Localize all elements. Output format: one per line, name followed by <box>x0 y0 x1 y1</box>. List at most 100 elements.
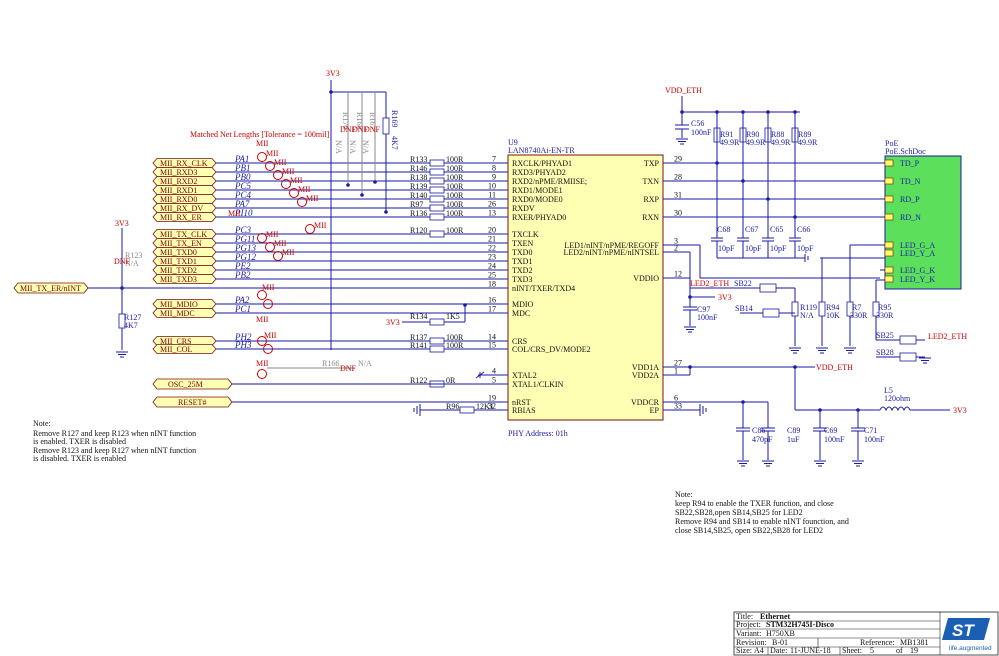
poe-sheet[interactable] <box>884 155 962 290</box>
net-flag-label: MII_TXD2 <box>160 266 197 275</box>
net-flag-label: MII_COL <box>160 345 193 354</box>
poe-port[interactable] <box>884 266 894 274</box>
sb22[interactable] <box>759 283 777 293</box>
c66-val: 10pF <box>797 244 814 253</box>
series-resistor[interactable] <box>429 177 445 185</box>
ic-pin-num: 5 <box>492 376 496 385</box>
poe-port[interactable] <box>884 241 894 249</box>
ic-pin-num: 6 <box>674 394 678 403</box>
r134[interactable] <box>429 318 445 326</box>
note-right: Note: keep R94 to enable the TXER functi… <box>675 490 849 535</box>
flag-reset[interactable] <box>152 396 233 408</box>
ic-part: LAN8740Ai-EN-TR <box>508 146 575 155</box>
mcu-port: PA7 <box>234 199 250 209</box>
poe-port[interactable] <box>884 275 894 283</box>
st-logo-text: ST <box>952 621 975 640</box>
test-point-icon[interactable] <box>265 242 275 252</box>
sb14[interactable] <box>762 308 780 318</box>
test-point-icon[interactable] <box>257 152 267 162</box>
r94[interactable] <box>818 301 826 317</box>
poe-port[interactable] <box>884 177 894 185</box>
net-flag[interactable] <box>152 274 217 284</box>
ic-pin-num: 2 <box>674 244 678 253</box>
mcu-port: PC4 <box>234 190 252 200</box>
tb-variant: H750XB <box>766 629 795 638</box>
net-flag-label: MII_MDC <box>160 309 195 318</box>
resistor-ref: R134 <box>410 312 427 321</box>
ic-pin-num: 21 <box>488 235 496 244</box>
r169[interactable]: R169 4K7 <box>382 92 399 212</box>
test-point-icon[interactable] <box>281 179 291 189</box>
r119[interactable] <box>791 301 799 317</box>
c97-ref: C97 <box>697 305 710 314</box>
test-point-icon[interactable] <box>257 290 267 300</box>
ic-body[interactable] <box>507 154 664 421</box>
series-resistor[interactable] <box>429 337 445 345</box>
mii-label: MII <box>282 167 295 176</box>
ic-pin-name: nRST <box>512 398 531 407</box>
c65-ref: C65 <box>770 225 783 234</box>
c69-val: 100nF <box>824 435 845 444</box>
ic-pin-num: 23 <box>488 253 496 262</box>
test-point-icon[interactable] <box>273 170 283 180</box>
mii-label: MII <box>264 331 277 340</box>
r168[interactable]: R168 N/A <box>348 92 364 195</box>
sb25[interactable] <box>899 335 917 345</box>
c67-ref: C67 <box>745 225 758 234</box>
series-resistor[interactable] <box>429 230 445 238</box>
r167[interactable]: R167 N/A <box>361 92 377 182</box>
net-flag[interactable] <box>152 344 217 354</box>
test-point-icon[interactable] <box>273 251 283 261</box>
flag-tx-er[interactable] <box>13 282 89 294</box>
flag-osc[interactable] <box>152 378 233 390</box>
net-flag[interactable] <box>152 308 217 318</box>
series-resistor[interactable] <box>429 204 445 212</box>
r96[interactable] <box>459 406 475 414</box>
series-resistor[interactable] <box>429 159 445 167</box>
series-resistor[interactable] <box>429 186 445 194</box>
sb28[interactable] <box>899 352 917 362</box>
series-resistor[interactable] <box>429 345 445 353</box>
ic-pin-num: 17 <box>488 305 496 314</box>
test-point-icon[interactable] <box>263 344 273 354</box>
poe-block[interactable]: PoE PoE.SchDoc TD_PTD_NRD_PRD_NLED_G_ALE… <box>884 139 962 290</box>
resistor-ref: R140 <box>410 191 427 200</box>
test-point-icon[interactable] <box>305 224 315 234</box>
r95-val: 330R <box>876 311 894 320</box>
r170[interactable]: R170 N/A <box>334 92 350 185</box>
series-resistor[interactable] <box>429 195 445 203</box>
mcu-port: PA2 <box>234 295 250 305</box>
ic-pin-num: 16 <box>488 296 496 305</box>
test-point-icon[interactable] <box>257 233 267 243</box>
series-resistor[interactable] <box>429 168 445 176</box>
tb-project-label: Project: <box>736 620 761 629</box>
series-resistor[interactable] <box>429 213 445 221</box>
r127[interactable] <box>118 313 126 329</box>
ic-pin-num: 31 <box>674 191 682 200</box>
ic-pin-num: 7 <box>492 155 496 164</box>
test-point-icon[interactable] <box>257 336 267 346</box>
resistor-val: 100R <box>446 164 464 173</box>
resistor-ref: R146 <box>410 164 427 173</box>
mii-label: MII <box>266 149 279 158</box>
tb-reference: MB1381 <box>900 638 928 647</box>
net-flag[interactable] <box>152 212 217 222</box>
c71-ref: C71 <box>864 426 877 435</box>
test-point-icon[interactable] <box>297 197 307 207</box>
poe-port[interactable] <box>884 213 894 221</box>
test-point-icon[interactable] <box>265 161 275 171</box>
poe-port[interactable] <box>884 249 894 257</box>
poe-port-label: LED_G_A <box>900 241 935 250</box>
test-point-icon[interactable] <box>289 188 299 198</box>
title-block: Title: Ethernet Project: STM32H745I-Disc… <box>733 611 999 656</box>
r7[interactable] <box>846 301 854 317</box>
c66-ref: C66 <box>797 225 810 234</box>
r170-ref: R170 <box>341 112 350 129</box>
test-point-icon[interactable] <box>263 299 273 309</box>
r95[interactable] <box>872 301 880 317</box>
l5-val: 120ohm <box>884 394 911 403</box>
poe-port[interactable] <box>884 195 894 203</box>
poe-port[interactable] <box>884 159 894 167</box>
ic-pin-num: 27 <box>674 359 682 368</box>
